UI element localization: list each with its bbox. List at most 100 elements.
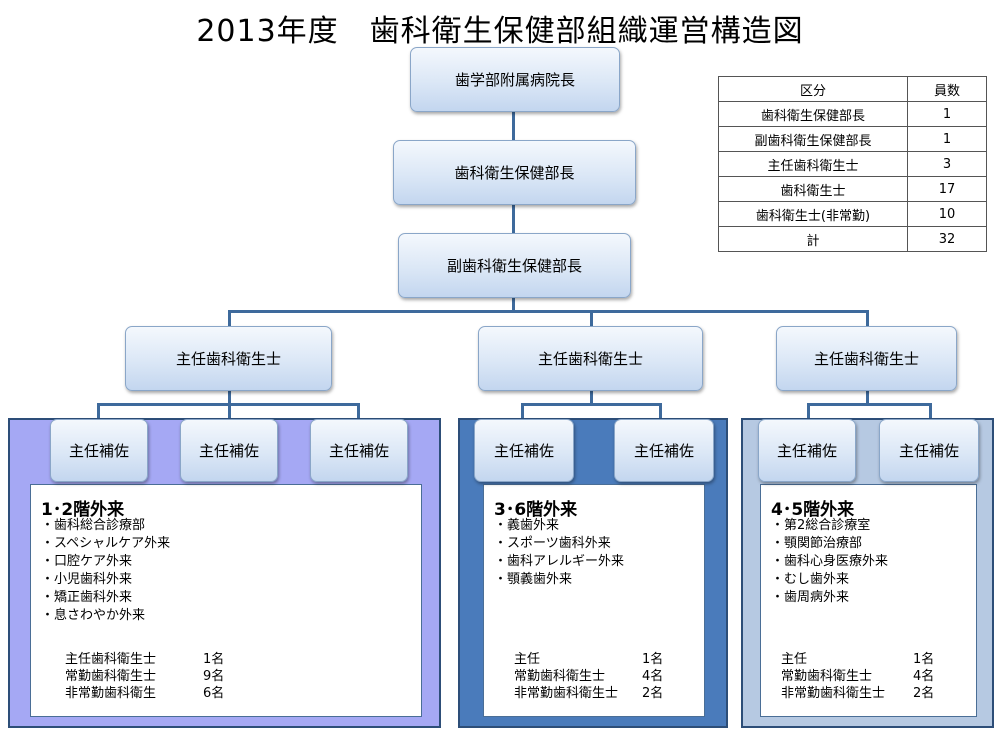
group3-assistant-box: 主任補佐 — [879, 419, 979, 482]
staff-count: 6名 — [203, 686, 225, 701]
summary-count: 1 — [907, 101, 987, 127]
group2-staff-counts: 主任 1名 常勤歯科衛生士 4名 非常勤歯科衛生士 2名 — [514, 651, 663, 702]
staff-role: 常勤歯科衛生士 — [781, 669, 873, 684]
table-row: 計 32 — [718, 226, 987, 252]
list-item: 第2総合診療室 — [771, 517, 888, 535]
summary-category: 歯科衛生士 — [718, 176, 908, 202]
summary-category: 主任歯科衛生士 — [718, 151, 908, 177]
summary-category: 歯科衛生保健部長 — [718, 101, 908, 127]
connector-line — [659, 403, 662, 419]
list-item: 矯正歯科外来 — [41, 589, 170, 607]
table-row: 歯科衛生士 17 — [718, 176, 987, 202]
group3-leader-box: 主任歯科衛生士 — [776, 326, 957, 391]
table-row: 副歯科衛生保健部長 1 — [718, 126, 987, 152]
staff-role: 非常勤歯科衛生士 — [514, 686, 619, 701]
staff-role: 非常勤歯科衛生士 — [781, 686, 886, 701]
staff-count: 4名 — [913, 669, 935, 684]
summary-count: 32 — [907, 226, 987, 252]
staff-count: 9名 — [203, 669, 225, 684]
director-box: 歯学部附属病院長 — [410, 47, 620, 112]
summary-category: 副歯科衛生保健部長 — [718, 126, 908, 152]
staff-count: 1名 — [642, 652, 664, 667]
group1-clinic-list: 1･2階外来 歯科総合診療部 スペシャルケア外来 口腔ケア外来 小児歯科外来 矯… — [30, 484, 422, 717]
summary-count: 17 — [907, 176, 987, 202]
staff-count: 1名 — [913, 652, 935, 667]
group2-leader-box: 主任歯科衛生士 — [478, 326, 703, 391]
connector-line — [228, 403, 231, 419]
group1-panel: 1･2階外来 歯科総合診療部 スペシャルケア外来 口腔ケア外来 小児歯科外来 矯… — [8, 418, 441, 728]
connector-line — [866, 310, 869, 328]
group2-floor-heading: 3･6階外来 — [494, 500, 578, 520]
group1-floor-heading: 1･2階外来 — [41, 500, 125, 520]
connector-line — [590, 391, 593, 405]
connector-line — [512, 112, 515, 140]
staff-role: 常勤歯科衛生士 — [65, 669, 157, 684]
staff-role: 非常勤歯科衛生 — [65, 686, 157, 701]
group1-assistant-box: 主任補佐 — [50, 419, 148, 482]
connector-line — [357, 403, 360, 419]
connector-line — [97, 403, 100, 419]
connector-line — [512, 205, 515, 233]
summary-category: 計 — [718, 226, 908, 252]
page-title: 2013年度 歯科衛生保健部組織運営構造図 — [196, 14, 804, 49]
summary-category: 歯科衛生士(非常勤) — [718, 201, 908, 227]
group3-staff-counts: 主任 1名 常勤歯科衛生士 4名 非常勤歯科衛生士 2名 — [781, 651, 934, 702]
list-item: 口腔ケア外来 — [41, 553, 170, 571]
summary-count: 10 — [907, 201, 987, 227]
list-item: 息さわやか外来 — [41, 607, 170, 625]
list-item: スペシャルケア外来 — [41, 535, 170, 553]
connector-line — [521, 403, 662, 406]
staff-count: 2名 — [642, 686, 664, 701]
group2-assistant-box: 主任補佐 — [474, 419, 574, 482]
group3-clinic-list: 4･5階外来 第2総合診療室 顎関節治療部 歯科心身医療外来 むし歯外来 歯周病… — [760, 484, 977, 717]
connector-line — [228, 310, 231, 328]
table-row: 主任歯科衛生士 3 — [718, 151, 987, 177]
list-item: 歯周病外来 — [771, 589, 888, 607]
group3-assistant-box: 主任補佐 — [758, 419, 856, 482]
connector-line — [866, 391, 869, 405]
group1-clinics: 歯科総合診療部 スペシャルケア外来 口腔ケア外来 小児歯科外来 矯正歯科外来 息… — [41, 517, 170, 625]
table-row: 歯科衛生保健部長 1 — [718, 101, 987, 127]
list-item: 義歯外来 — [494, 517, 624, 535]
group2-clinic-list: 3･6階外来 義歯外来 スポーツ歯科外来 歯科アレルギー外来 顎義歯外来 主任 1… — [483, 484, 705, 717]
list-item: スポーツ歯科外来 — [494, 535, 624, 553]
staff-summary-table: 区分 員数 歯科衛生保健部長 1 副歯科衛生保健部長 1 主任歯科衛生士 3 歯… — [718, 76, 987, 252]
connector-line — [228, 391, 231, 405]
list-item: 歯科アレルギー外来 — [494, 553, 624, 571]
group3-floor-heading: 4･5階外来 — [771, 500, 855, 520]
summary-header-category: 区分 — [718, 76, 908, 102]
connector-line — [590, 310, 593, 328]
group1-staff-counts: 主任歯科衛生士 1名 常勤歯科衛生士 9名 非常勤歯科衛生 6名 — [65, 651, 224, 702]
head-box: 歯科衛生保健部長 — [393, 140, 636, 205]
list-item: 顎関節治療部 — [771, 535, 888, 553]
connector-line — [807, 403, 932, 406]
group1-assistant-box: 主任補佐 — [180, 419, 278, 482]
table-row: 歯科衛生士(非常勤) 10 — [718, 201, 987, 227]
staff-count: 2名 — [913, 686, 935, 701]
staff-count: 4名 — [642, 669, 664, 684]
list-item: 歯科心身医療外来 — [771, 553, 888, 571]
staff-role: 常勤歯科衛生士 — [514, 669, 606, 684]
group1-leader-box: 主任歯科衛生士 — [125, 326, 332, 391]
list-item: 小児歯科外来 — [41, 571, 170, 589]
group2-assistant-box: 主任補佐 — [614, 419, 714, 482]
connector-line — [512, 298, 515, 312]
group2-clinics: 義歯外来 スポーツ歯科外来 歯科アレルギー外来 顎義歯外来 — [494, 517, 624, 589]
list-item: 顎義歯外来 — [494, 571, 624, 589]
list-item: むし歯外来 — [771, 571, 888, 589]
staff-count: 1名 — [203, 652, 225, 667]
summary-count: 1 — [907, 126, 987, 152]
list-item: 歯科総合診療部 — [41, 517, 170, 535]
staff-role: 主任 — [514, 652, 541, 667]
group1-assistant-box: 主任補佐 — [310, 419, 408, 482]
staff-role: 主任歯科衛生士 — [65, 652, 157, 667]
summary-header-count: 員数 — [907, 76, 987, 102]
vice-head-box: 副歯科衛生保健部長 — [398, 233, 631, 298]
staff-role: 主任 — [781, 652, 808, 667]
connector-line — [228, 310, 869, 313]
summary-count: 3 — [907, 151, 987, 177]
group3-clinics: 第2総合診療室 顎関節治療部 歯科心身医療外来 むし歯外来 歯周病外来 — [771, 517, 888, 607]
connector-line — [929, 403, 932, 419]
connector-line — [807, 403, 810, 419]
connector-line — [521, 403, 524, 419]
